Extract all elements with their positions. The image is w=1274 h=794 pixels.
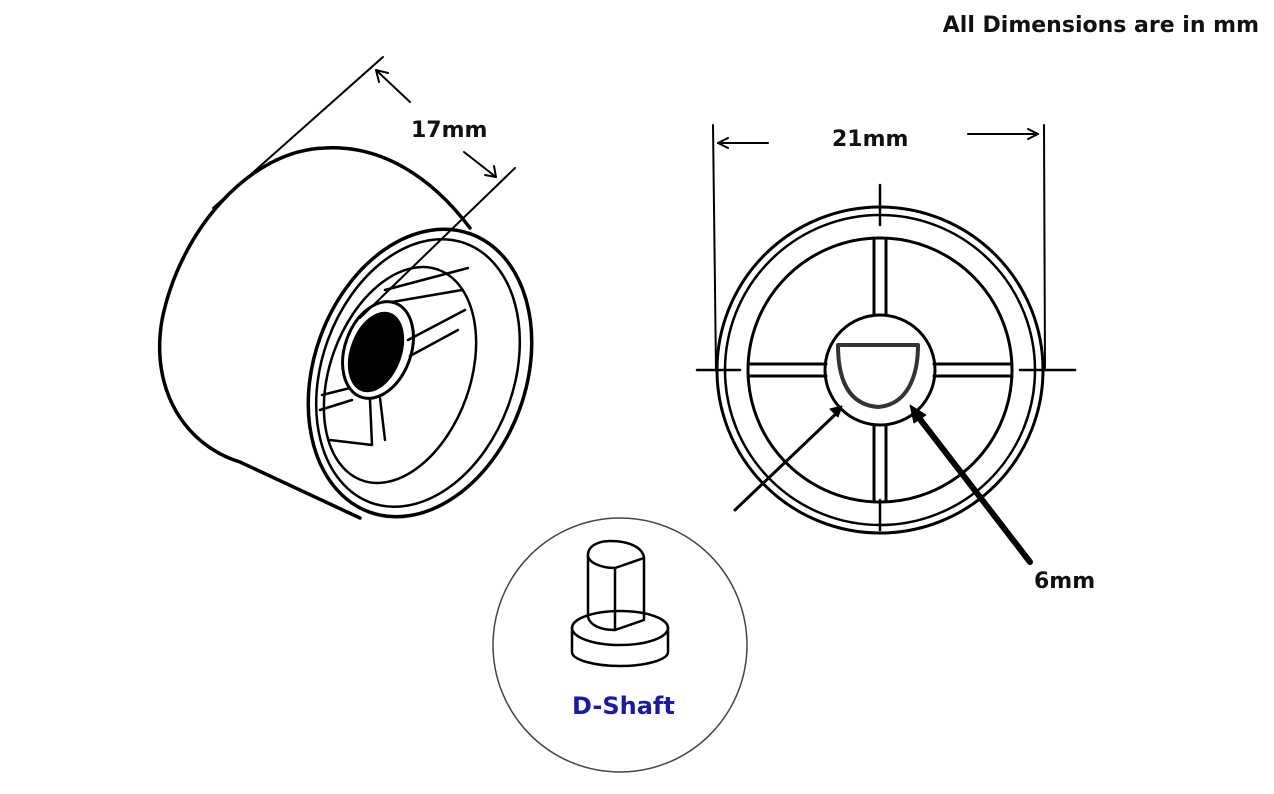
bore-dimension-arrows	[733, 404, 1033, 565]
front-spokes	[748, 238, 1012, 502]
roller-inner-ring	[322, 265, 478, 485]
roller-front-rim	[306, 227, 534, 519]
roller-bore	[347, 311, 405, 393]
d-shaft-label: D-Shaft	[572, 692, 675, 720]
centerlines	[695, 183, 1077, 532]
d-bore	[836, 343, 920, 409]
roller-front-inner-rim	[314, 237, 522, 509]
d-shaft-icon	[570, 539, 670, 668]
isometric-roller-view	[157, 146, 534, 520]
roller-spokes	[318, 266, 470, 447]
units-note: All Dimensions are in mm	[942, 13, 1259, 38]
diameter-dimension	[712, 124, 1046, 371]
d-shaft-inset	[492, 517, 748, 773]
roller-hub	[341, 300, 415, 400]
front-view	[695, 183, 1077, 535]
outer-diameter-label: 21mm	[832, 127, 909, 152]
length-label: 17mm	[411, 118, 488, 143]
bore-diameter-label: 6mm	[1034, 569, 1096, 594]
length-dimension	[212, 56, 516, 319]
roller-body-outline	[157, 146, 472, 520]
